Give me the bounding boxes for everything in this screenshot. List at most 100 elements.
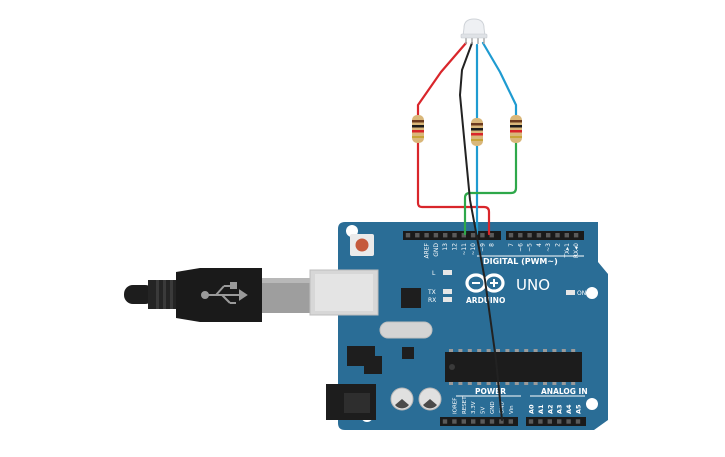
digital-pin-label: 2 (555, 243, 562, 247)
usb-cable-end (124, 285, 154, 304)
analog-pin-label: A5 (575, 404, 583, 414)
ic-pin (524, 349, 529, 352)
ic-pin (458, 382, 463, 385)
header-pin[interactable] (566, 419, 571, 424)
digital-pin-label: ~3 (545, 243, 552, 252)
header-pin[interactable] (489, 233, 494, 238)
header-pin[interactable] (442, 419, 448, 424)
power-pin-label: IOREF (452, 398, 458, 414)
header-pin[interactable] (480, 233, 485, 238)
header-pin[interactable] (470, 233, 476, 238)
ic-pin (533, 382, 538, 385)
ic-pin (505, 382, 510, 385)
header-pin[interactable] (557, 419, 562, 424)
header-pin[interactable] (405, 233, 411, 238)
header-pin[interactable] (461, 419, 466, 424)
ic-pin (505, 349, 510, 352)
digital-pin-label: 13 (442, 243, 449, 251)
header-pin[interactable] (480, 419, 485, 424)
ic-pin (571, 382, 576, 385)
ic-pin (458, 349, 463, 352)
ic-pin (552, 349, 557, 352)
capacitor (418, 387, 442, 411)
reset-button[interactable] (350, 234, 374, 256)
digital-pin-label: AREF (424, 242, 431, 258)
on-label: ON (577, 290, 586, 297)
ic-pin (467, 382, 472, 385)
power-header[interactable] (440, 417, 518, 426)
header-pin[interactable] (536, 233, 542, 238)
led-on-indicator (566, 290, 575, 295)
header-pin[interactable] (443, 233, 448, 238)
digital-header-left[interactable] (403, 231, 501, 240)
usb-interface-chip (401, 288, 421, 308)
usb-cable[interactable] (124, 268, 310, 322)
digital-pin-label: ~5 (527, 243, 534, 252)
header-pin[interactable] (538, 419, 543, 424)
header-pin[interactable] (508, 419, 513, 424)
ic-pin (449, 382, 453, 385)
led-rx-label: RX (428, 297, 436, 304)
ic-pin (449, 349, 453, 352)
wire-black-ground[interactable] (459, 42, 503, 421)
digital-header-right[interactable] (506, 231, 584, 240)
header-pin[interactable] (573, 233, 579, 238)
header-pin[interactable] (452, 419, 457, 424)
power-pin-label: 3.3V (471, 401, 477, 414)
header-pin[interactable] (433, 233, 439, 238)
digital-pin-label: ~9 (479, 243, 486, 252)
ic-pin (561, 382, 566, 385)
header-pin[interactable] (547, 419, 552, 424)
header-pin[interactable] (564, 233, 569, 238)
header-pin[interactable] (575, 419, 581, 424)
power-pin-label: GND (499, 401, 505, 414)
header-pin[interactable] (555, 233, 560, 238)
header-pin[interactable] (471, 419, 476, 424)
digital-pin-label: 4 (536, 243, 543, 247)
power-label: POWER (475, 387, 506, 396)
wire-green-resistor-to-pin[interactable] (463, 141, 518, 236)
header-pin[interactable] (508, 233, 514, 238)
ic-pin (533, 349, 538, 352)
resistor-2[interactable] (471, 118, 483, 146)
header-pin[interactable] (452, 233, 457, 238)
ic-pin (543, 349, 547, 352)
ic-pin (561, 349, 566, 352)
crystal-oscillator (379, 321, 433, 339)
resistor-1[interactable] (412, 115, 424, 143)
analog-in-label: ANALOG IN (541, 387, 588, 396)
digital-pin-label: ~11 (461, 243, 468, 256)
wires (416, 41, 518, 421)
digital-pin-label: ~6 (517, 243, 524, 252)
rgb-led[interactable] (460, 18, 488, 44)
small-chip (402, 347, 414, 359)
wire-red-led-to-resistor[interactable] (416, 41, 468, 117)
led-tx-indicator (443, 289, 452, 294)
header-pin[interactable] (527, 233, 532, 238)
led-tx-label: TX (427, 289, 436, 296)
ic-pin (486, 349, 491, 352)
wire-blue-led-to-resistor-2[interactable] (481, 41, 518, 117)
header-pin[interactable] (461, 233, 466, 238)
resistor-3[interactable] (510, 115, 522, 143)
header-pin[interactable] (546, 233, 551, 238)
header-pin[interactable] (415, 233, 420, 238)
wire-red-resistor-to-pin[interactable] (416, 141, 491, 236)
analog-pin-label: A4 (565, 404, 573, 414)
power-pin-label: RESET (462, 396, 468, 414)
header-pin[interactable] (518, 233, 523, 238)
header-pin[interactable] (424, 233, 429, 238)
header-pin[interactable] (499, 419, 504, 424)
ic-pin (552, 382, 557, 385)
analog-pin-label: A2 (546, 404, 554, 414)
analog-header[interactable] (526, 417, 586, 426)
ic-pin (486, 382, 491, 385)
digital-pin-label: 12 (452, 243, 459, 251)
header-pin[interactable] (489, 419, 495, 424)
digital-pin-label: RX◂0 (573, 243, 580, 258)
header-pin[interactable] (528, 419, 534, 424)
led-rx-indicator (443, 297, 452, 302)
